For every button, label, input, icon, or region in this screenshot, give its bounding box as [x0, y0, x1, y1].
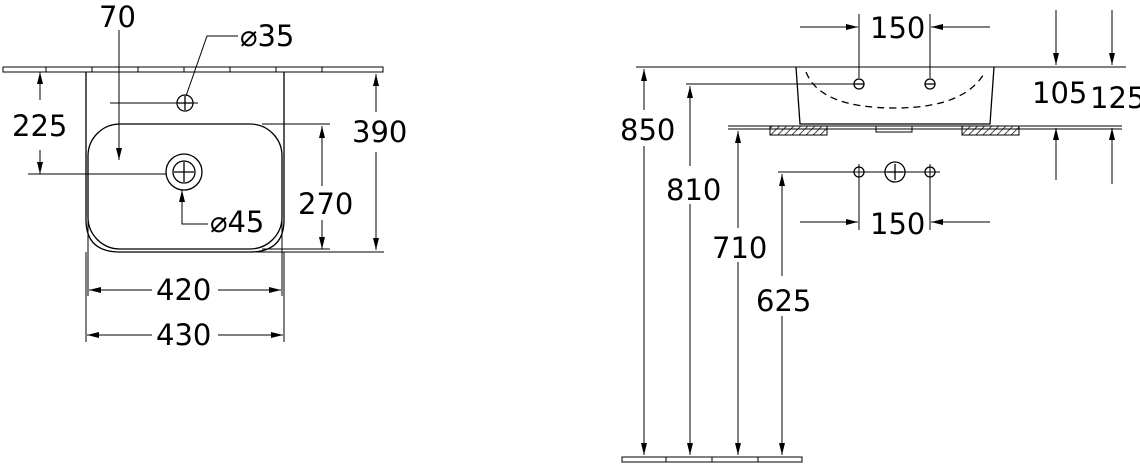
- dim-drain-label: ⌀45: [210, 205, 264, 239]
- dim-150-top-label: 150: [870, 11, 925, 45]
- tap-hole: [110, 94, 198, 112]
- drain-hole: [165, 153, 203, 191]
- basin-bowl-hidden-line: [805, 71, 986, 109]
- dim-225-label: 225: [12, 109, 67, 143]
- dim-390-label: 390: [352, 115, 407, 149]
- dim-tap-hole-label: ⌀35: [240, 19, 294, 53]
- dim-105-label: 105: [1032, 76, 1087, 110]
- basin-side-outline: [795, 66, 995, 125]
- front-view: 70 ⌀35 225 ⌀45 390 270 420: [2, 0, 407, 352]
- dim-430-label: 430: [156, 318, 211, 352]
- dim-70-label: 70: [99, 0, 136, 34]
- basin-bowl: [87, 123, 283, 250]
- dim-810-label: 810: [666, 173, 721, 207]
- dim-850-label: 850: [620, 113, 675, 147]
- floor-strip: [621, 456, 803, 463]
- dim-420-label: 420: [156, 273, 211, 307]
- dim-125-label: 125: [1090, 81, 1140, 115]
- waste-fittings: [778, 161, 940, 183]
- side-view: 150 150 105 125 850 810: [620, 10, 1140, 463]
- dim-625-label: 625: [756, 284, 811, 318]
- dim-270-label: 270: [298, 187, 353, 221]
- dim-150-bottom-label: 150: [870, 207, 925, 241]
- wall-top-strip: [2, 66, 384, 73]
- side-tap-holes: [853, 78, 936, 90]
- dim-710-label: 710: [712, 231, 767, 265]
